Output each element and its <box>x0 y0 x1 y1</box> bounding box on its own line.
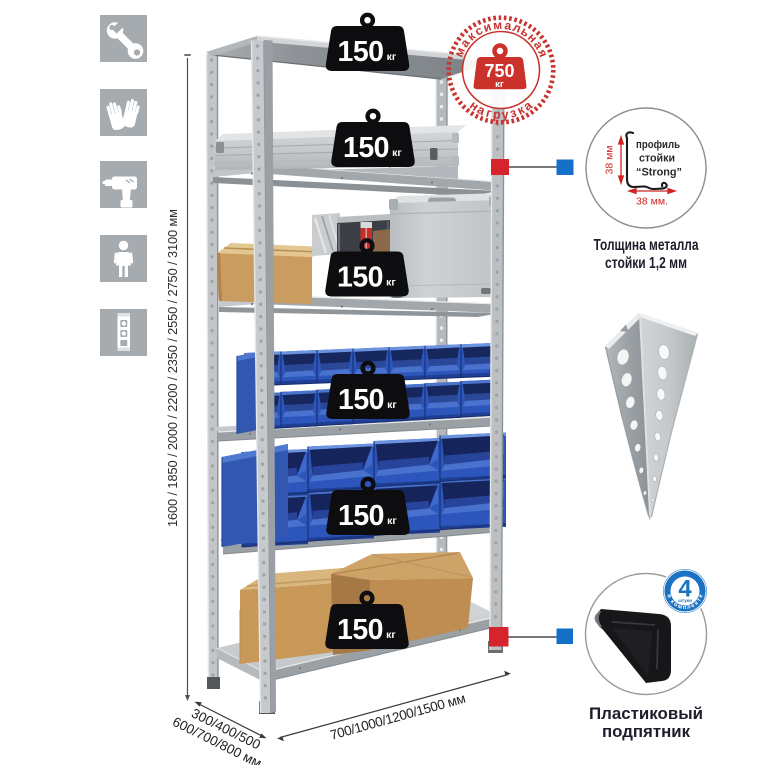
svg-text:стойки 1,2 мм: стойки 1,2 мм <box>605 255 687 272</box>
svg-text:кг: кг <box>495 79 504 90</box>
svg-text:и: и <box>482 19 493 35</box>
svg-text:38 мм.: 38 мм. <box>636 196 668 208</box>
svg-text:кг: кг <box>387 51 397 63</box>
svg-text:штуки: штуки <box>678 598 692 603</box>
svg-text:г: г <box>484 106 493 121</box>
svg-text:Пластиковый: Пластиковый <box>589 705 703 723</box>
svg-text:а: а <box>504 18 513 33</box>
svg-text:к: к <box>669 599 676 605</box>
svg-text:150: 150 <box>338 500 384 532</box>
svg-text:м: м <box>677 604 683 611</box>
svg-text:кг: кг <box>387 515 397 527</box>
svg-text:в: в <box>665 594 672 600</box>
svg-text:1600 / 1850 / 2000 / 2200 / 23: 1600 / 1850 / 2000 / 2200 / 2350 / 2550 … <box>165 209 180 527</box>
svg-text:е: е <box>698 593 705 599</box>
svg-text:профиль: профиль <box>636 139 680 151</box>
svg-text:150: 150 <box>343 132 389 164</box>
svg-text:150: 150 <box>337 36 383 68</box>
svg-text:38 мм: 38 мм <box>604 145 616 174</box>
svg-text:р: р <box>492 107 501 122</box>
svg-text:750: 750 <box>484 61 514 81</box>
svg-text:“Strong”: “Strong” <box>636 167 682 179</box>
svg-text:к: к <box>694 600 700 606</box>
svg-text:о: о <box>672 602 679 609</box>
svg-text:кг: кг <box>392 147 402 159</box>
svg-text:150: 150 <box>338 384 384 416</box>
svg-text:Толщина металла: Толщина металла <box>594 237 699 254</box>
svg-text:кг: кг <box>386 277 396 289</box>
svg-text:стойки: стойки <box>639 153 675 165</box>
svg-text:т: т <box>696 597 703 603</box>
svg-text:150: 150 <box>337 262 383 294</box>
svg-text:я: я <box>535 47 551 59</box>
svg-text:подпятник: подпятник <box>602 723 691 741</box>
svg-text:п: п <box>683 605 687 611</box>
svg-text:м: м <box>492 18 502 33</box>
svg-text:кг: кг <box>386 629 396 641</box>
svg-text:у: у <box>501 107 509 122</box>
svg-text:кг: кг <box>387 399 397 411</box>
svg-text:е: е <box>690 602 696 609</box>
svg-text:4: 4 <box>678 576 692 603</box>
svg-text:150: 150 <box>337 614 383 646</box>
svg-text:з: з <box>508 106 518 121</box>
svg-text:л: л <box>686 604 691 611</box>
